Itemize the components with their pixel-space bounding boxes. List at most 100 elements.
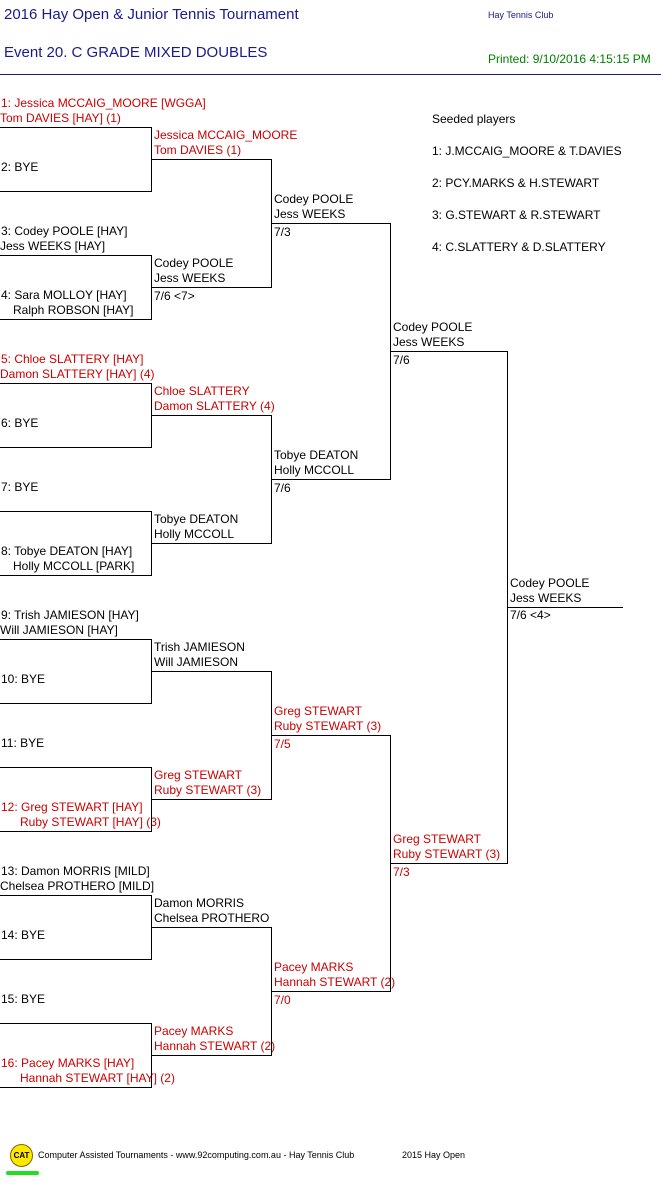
bracket-line [0,639,151,640]
entry-line-1: Codey POOLE [393,320,473,334]
entry-line-2: Jess WEEKS [HAY] [0,239,106,253]
bracket-line [0,191,151,192]
bracket-line [151,159,271,160]
entry-line-2: Damon SLATTERY (4) [154,399,275,413]
entry-line-2: Will JAMIESON [154,655,238,669]
bracket-line [271,735,390,736]
entry-line-1: 7: BYE [1,480,39,494]
entry-line-1: 6: BYE [1,416,39,430]
entry-line-2: Ruby STEWART (3) [393,847,501,861]
club-name: Hay Tennis Club [488,10,554,20]
entry-line-1: 16: Pacey MARKS [HAY] [1,1056,135,1070]
winner-line-1: Codey POOLE [510,576,590,590]
entry-line-1: Codey POOLE [274,192,354,206]
entry-line-1: Tobye DEATON [154,512,239,526]
entry-score: 7/6 [393,353,410,367]
seeded-heading: Seeded players [432,112,516,126]
entry-line-1: Trish JAMIESON [154,640,245,654]
bracket-line [0,447,151,448]
bracket-line [0,127,151,128]
entry-line-1: Pacey MARKS [154,1024,234,1038]
entry-score: 7/3 [274,225,291,239]
printed-timestamp: Printed: 9/10/2016 4:15:15 PM [488,52,651,66]
cat-logo-underline [6,1171,39,1175]
entry-line-1: 11: BYE [1,736,45,750]
bracket-line [0,383,151,384]
entry-line-1: 5: Chloe SLATTERY [HAY] [1,352,144,366]
entry-line-2: Tom DAVIES (1) [154,143,242,157]
entry-line-1: Greg STEWART [154,768,243,782]
entry-line-1: Codey POOLE [154,256,234,270]
entry-line-1: 9: Trish JAMIESON [HAY] [1,608,139,622]
entry-line-1: 3: Codey POOLE [HAY] [1,224,128,238]
entry-line-1: 15: BYE [1,992,46,1006]
bracket-line [271,479,390,480]
bracket-line [151,287,271,288]
entry-line-1: Jessica MCCAIG_MOORE [154,128,298,142]
bracket-line [0,959,151,960]
entry-line-2: Chelsea PROTHERO [MILD] [0,879,155,893]
bracket-line [151,543,271,544]
winner-score: 7/6 <4> [510,608,551,622]
bracket-line [151,1055,271,1056]
entry-score: 7/0 [274,993,291,1007]
entry-score: 7/5 [274,737,291,751]
entry-line-1: 1: Jessica MCCAIG_MOORE [WGGA] [1,96,206,110]
event-title: Event 20. C GRADE MIXED DOUBLES [4,44,268,61]
entry-line-1: Damon MORRIS [154,896,245,910]
bracket-line [0,575,151,576]
seed-entry: 4: C.SLATTERY & D.SLATTERY [432,240,606,254]
entry-line-2: Ralph ROBSON [HAY] [13,303,134,317]
entry-line-1: 14: BYE [1,928,46,942]
entry-line-2: Hannah STEWART (2) [154,1039,276,1053]
seed-entry: 1: J.MCCAIG_MOORE & T.DAVIES [432,144,622,158]
entry-line-2: Ruby STEWART (3) [154,783,262,797]
bracket-line [151,927,271,928]
winner-line-2: Jess WEEKS [510,591,582,605]
bracket-line [0,767,151,768]
footer-text: Computer Assisted Tournaments - www.92co… [38,1150,355,1160]
entry-line-2: Holly MCCOLL [154,527,235,541]
entry-line-2: Will JAMIESON [HAY] [0,623,118,637]
entry-line-1: Chloe SLATTERY [154,384,250,398]
bracket-line [151,671,271,672]
entry-line-1: Greg STEWART [393,832,482,846]
entry-line-2: Hannah STEWART (2) [274,975,396,989]
entry-line-2: Chelsea PROTHERO [154,911,270,925]
bracket-line [0,511,151,512]
bracket-line [0,895,151,896]
entry-line-1: 4: Sara MOLLOY [HAY] [1,288,127,302]
entry-score: 7/6 <7> [154,289,195,303]
entry-line-2: Holly MCCOLL [PARK] [13,559,135,573]
bracket-line [0,831,151,832]
entry-line-1: Greg STEWART [274,704,363,718]
entry-line-1: Tobye DEATON [274,448,359,462]
bracket-line [390,351,507,352]
bracket-line [151,799,271,800]
entry-line-2: Jess WEEKS [393,335,465,349]
seed-entry: 3: G.STEWART & R.STEWART [432,208,601,222]
entry-line-1: 13: Damon MORRIS [MILD] [1,864,150,878]
bracket-line [0,703,151,704]
entry-line-1: 8: Tobye DEATON [HAY] [1,544,133,558]
seed-entry: 2: PCY.MARKS & H.STEWART [432,176,600,190]
header-divider [0,74,661,75]
entry-line-2: Holly MCCOLL [274,463,355,477]
cat-logo-icon: CAT [10,1144,33,1167]
bracket-line [0,319,151,320]
entry-line-1: 2: BYE [1,160,39,174]
entry-line-2: Hannah STEWART [HAY] (2) [20,1071,175,1085]
entry-line-2: Ruby STEWART (3) [274,719,382,733]
entry-line-2: Ruby STEWART [HAY] (3) [20,815,161,829]
bracket-line [390,863,507,864]
bracket-line [271,991,390,992]
entry-line-2: Jess WEEKS [154,271,226,285]
entry-line-1: Pacey MARKS [274,960,354,974]
entry-line-2: Tom DAVIES [HAY] (1) [0,111,121,125]
entry-score: 7/6 [274,481,291,495]
bracket-line [0,1023,151,1024]
tournament-title: 2016 Hay Open & Junior Tennis Tournament [4,6,299,23]
bracket-line [0,255,151,256]
entry-line-2: Damon SLATTERY [HAY] (4) [0,367,155,381]
entry-line-1: 10: BYE [1,672,46,686]
